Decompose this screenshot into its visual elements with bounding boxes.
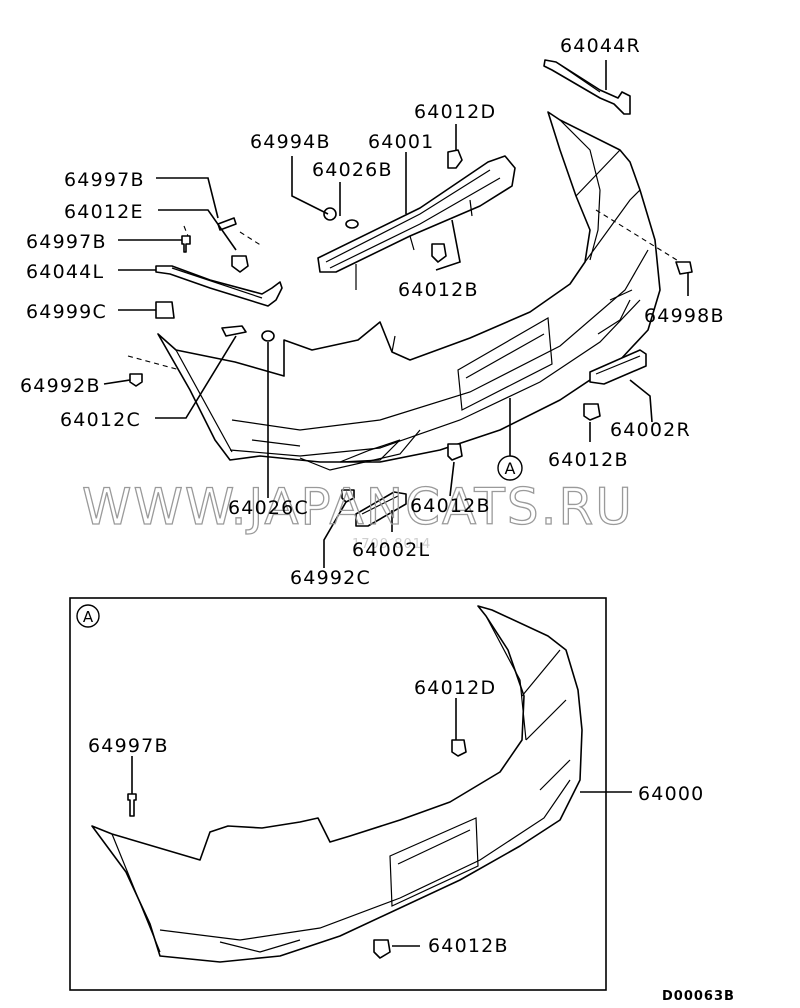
label-64999C: 64999C bbox=[26, 301, 107, 323]
label-64012D: 64012D bbox=[414, 101, 496, 123]
spacer-bracket-left bbox=[355, 491, 407, 527]
label-64002L: 64002L bbox=[352, 539, 430, 561]
label-64044R: 64044R bbox=[560, 35, 641, 57]
label-64992C: 64992C bbox=[290, 567, 371, 589]
label-64012B-center: 64012B bbox=[410, 495, 491, 517]
label-inset-64997B: 64997B bbox=[88, 735, 169, 757]
reinforcement-beam bbox=[317, 155, 516, 290]
part-labels-lower-upper: 64026C 64012B 64002L 64992C bbox=[228, 495, 491, 589]
label-64012E: 64012E bbox=[64, 201, 144, 223]
leader-lines bbox=[103, 60, 689, 568]
label-64026C: 64026C bbox=[228, 497, 309, 519]
watermark: WWW.JAPANCATS.RU 1709 8014 bbox=[81, 477, 634, 552]
side-bracket-left bbox=[155, 265, 283, 307]
label-64994B: 64994B bbox=[250, 131, 331, 153]
label-64992B: 64992B bbox=[20, 375, 101, 397]
label-64044L: 64044L bbox=[26, 261, 104, 283]
label-64997B-top: 64997B bbox=[64, 169, 145, 191]
callout-a: A bbox=[497, 455, 523, 481]
drawing-code: D00063B bbox=[662, 989, 735, 1004]
label-64026B: 64026B bbox=[312, 159, 393, 181]
fasteners bbox=[129, 149, 693, 503]
spacer-bracket-right bbox=[589, 349, 647, 385]
svg-text:1709 8014: 1709 8014 bbox=[352, 537, 431, 552]
label-inset-64000: 64000 bbox=[638, 783, 704, 805]
svg-text:A: A bbox=[83, 608, 94, 626]
label-64997B-mid: 64997B bbox=[26, 231, 107, 253]
label-inset-64012B: 64012B bbox=[428, 935, 509, 957]
svg-text:WWW.JAPANCATS.RU: WWW.JAPANCATS.RU bbox=[82, 478, 634, 536]
part-labels-upper: 64044R 64012D 64994B 64001 64026B 64997B… bbox=[20, 35, 725, 471]
label-inset-64012D: 64012D bbox=[414, 677, 496, 699]
label-64001: 64001 bbox=[368, 131, 434, 153]
label-64998B: 64998B bbox=[644, 305, 725, 327]
label-64012B-upper: 64012B bbox=[398, 279, 479, 301]
label-64012B-right: 64012B bbox=[548, 449, 629, 471]
alignment-lines bbox=[127, 209, 681, 371]
svg-text:A: A bbox=[505, 459, 516, 478]
side-bracket-right bbox=[543, 59, 631, 115]
label-64012C: 64012C bbox=[60, 409, 141, 431]
bumper-cover-upper bbox=[157, 111, 661, 471]
label-64002R: 64002R bbox=[610, 419, 691, 441]
inset-a: A 64012D 64997B 64000 64012B bbox=[69, 597, 704, 991]
